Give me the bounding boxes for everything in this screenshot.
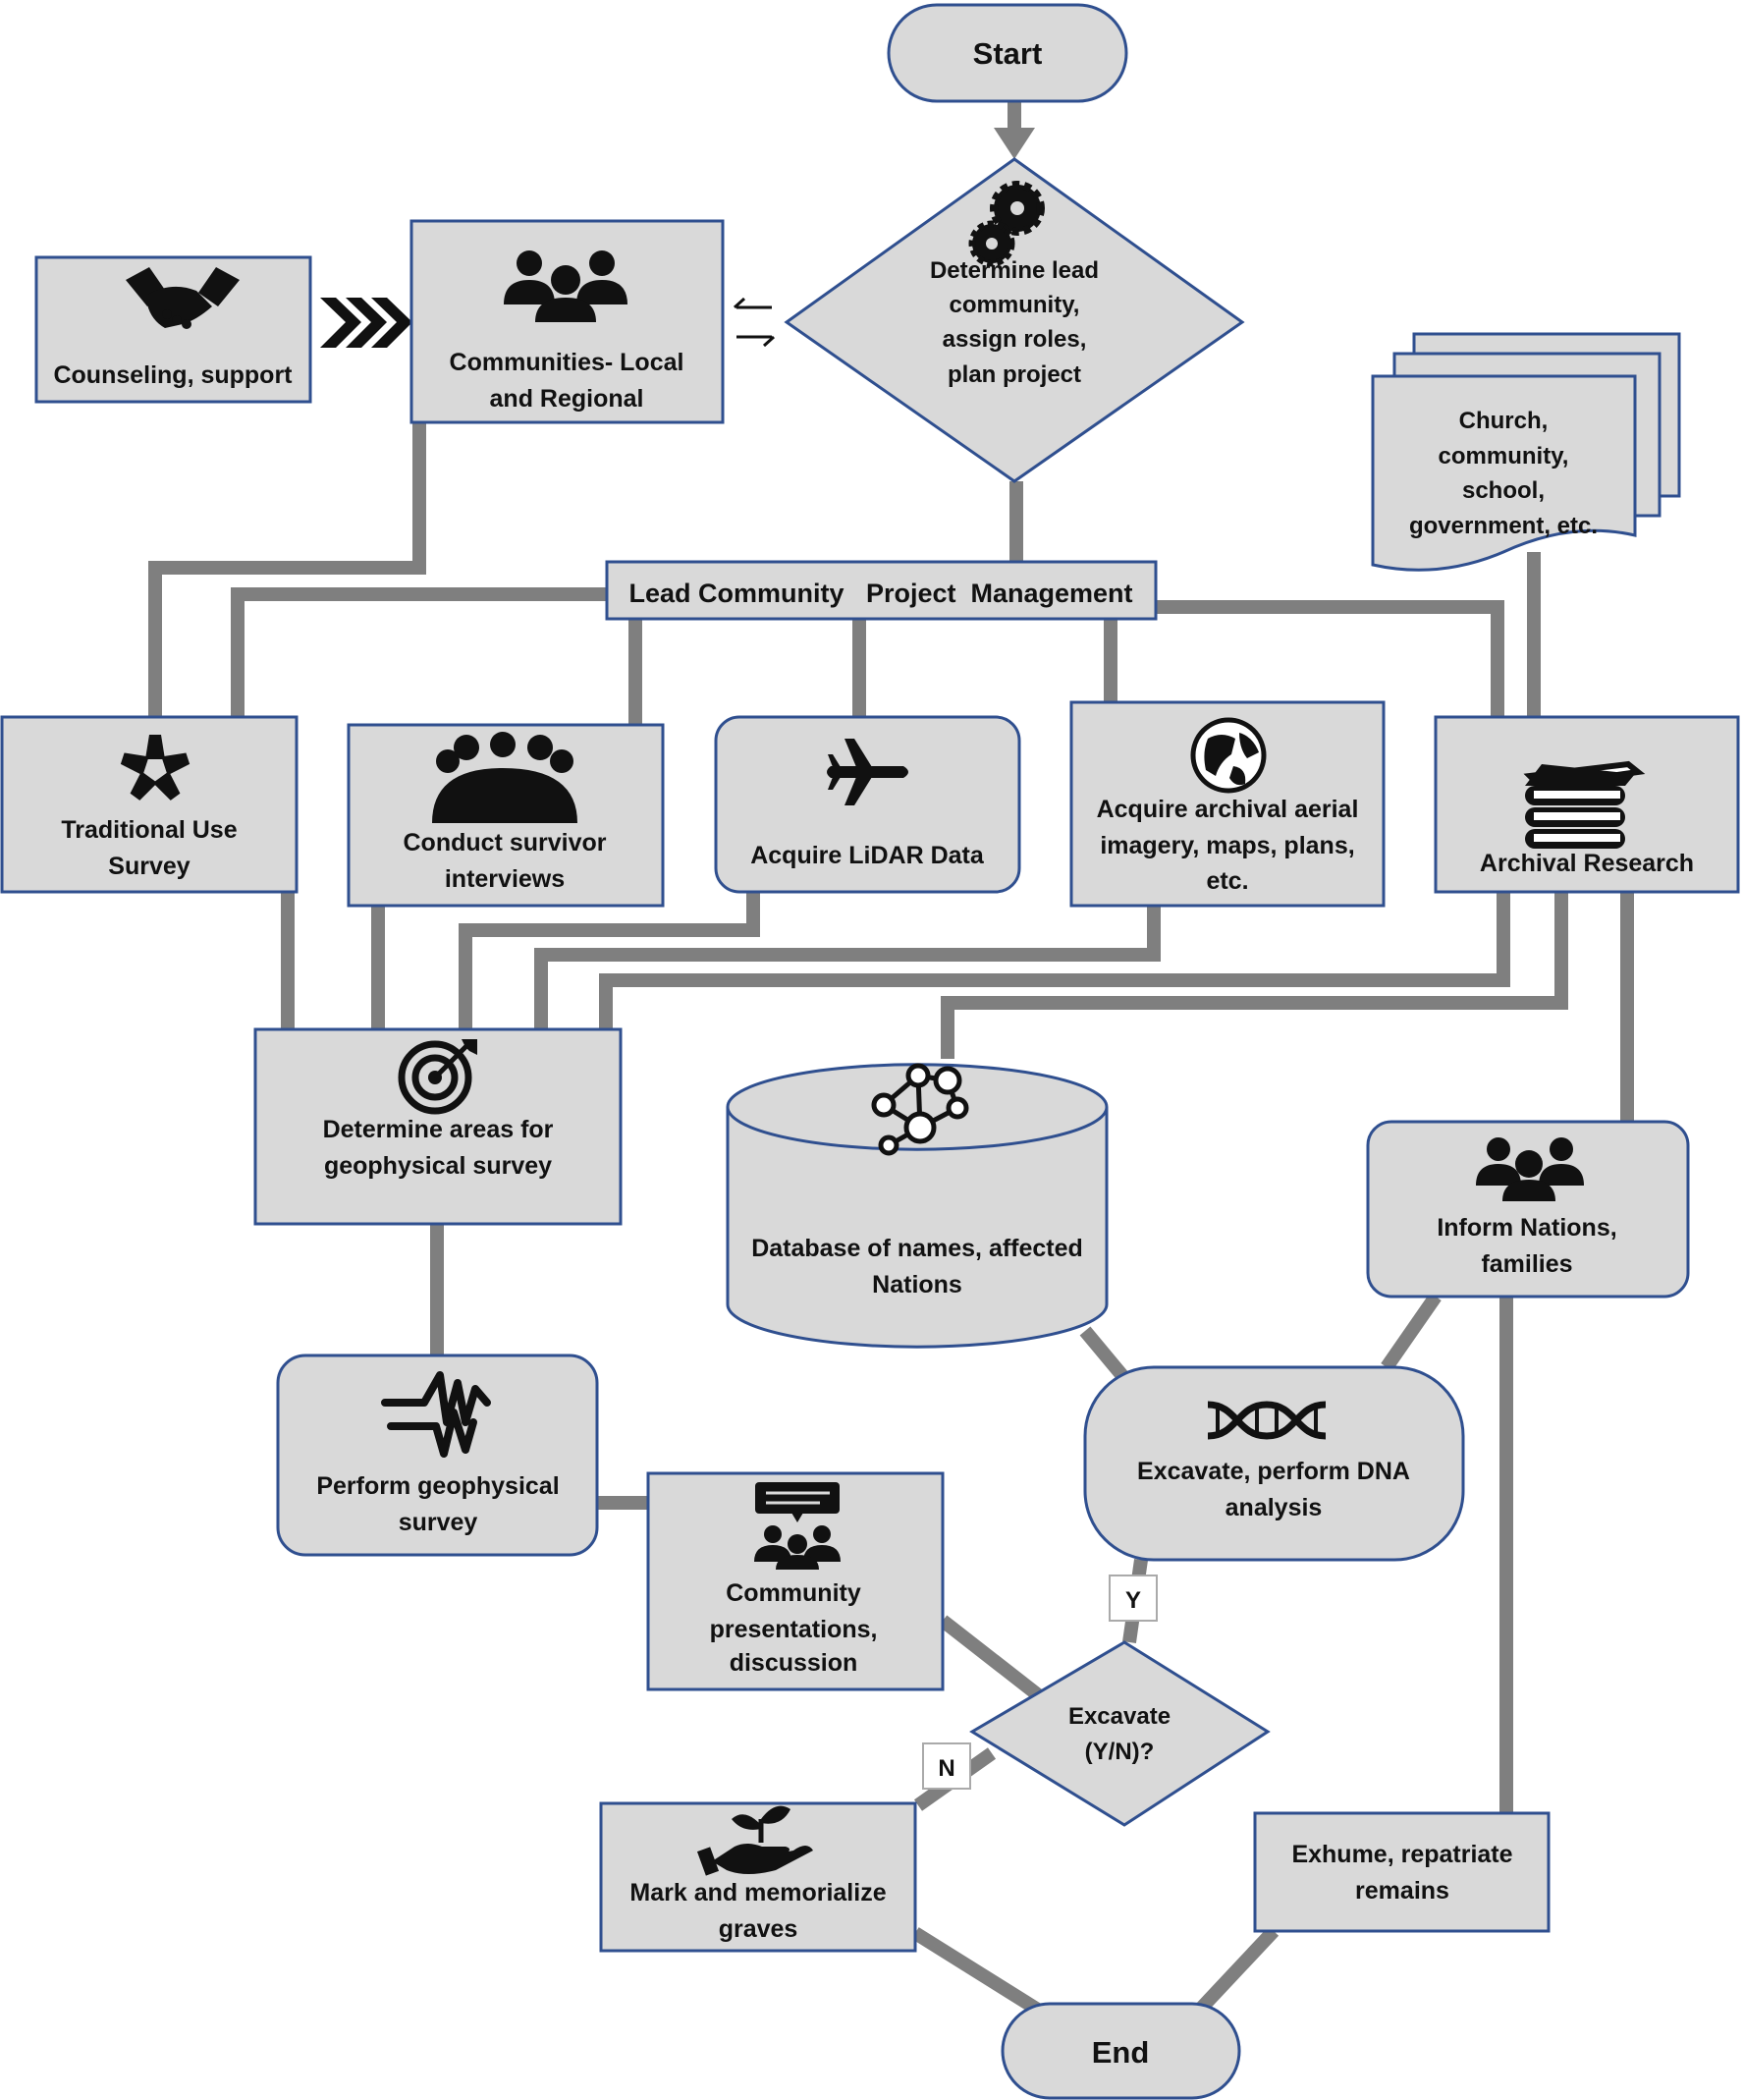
traditional-use-node: Traditional Use Survey bbox=[0, 715, 299, 894]
yes-label: Y bbox=[1125, 1587, 1141, 1614]
survivor-interviews-line-2: interviews bbox=[445, 865, 565, 893]
geophysical-survey-node: Perform geophysical survey bbox=[276, 1354, 599, 1557]
connector-lidar-to-geo-areas bbox=[459, 892, 760, 1029]
database-node: Database of names, affected Nations bbox=[726, 1063, 1109, 1349]
project-management-label: Lead Community Project Management bbox=[628, 579, 1132, 608]
no-branch-label: N bbox=[922, 1742, 971, 1790]
presentations-line-1: Community bbox=[726, 1579, 861, 1607]
geophysical-survey-line-2: survey bbox=[399, 1509, 478, 1536]
aerial-line-3: etc. bbox=[1206, 867, 1248, 895]
communities-line-2: and Regional bbox=[490, 385, 644, 413]
communities-node: Communities- Local and Regional bbox=[409, 219, 725, 424]
handshake-icon bbox=[126, 267, 240, 329]
connector-pm-to-traditional bbox=[231, 587, 607, 717]
connector-memorialize-to-end bbox=[911, 1927, 1045, 2017]
excavate-decision: Excavate (Y/N)? bbox=[969, 1640, 1271, 1827]
determine-lead-line-4: plan project bbox=[948, 361, 1081, 388]
yes-branch-label: Y bbox=[1109, 1575, 1158, 1622]
connector-archival-to-geo-areas bbox=[599, 892, 1510, 1029]
presentation-icon bbox=[754, 1482, 841, 1570]
presentations-line-2: presentations, bbox=[710, 1616, 878, 1643]
survivor-interviews-line-1: Conduct survivor bbox=[404, 829, 607, 857]
memorialize-line-1: Mark and memorialize bbox=[629, 1879, 886, 1907]
connector-database-to-dna bbox=[1079, 1326, 1130, 1383]
sources-documents: Church, community, school, government, e… bbox=[1371, 332, 1681, 572]
plant-hand-icon bbox=[696, 1805, 813, 1876]
people-group-icon bbox=[1476, 1137, 1584, 1201]
sources-line-2: community, bbox=[1439, 443, 1569, 470]
connector-archival-to-database bbox=[941, 892, 1568, 1059]
determine-lead-decision: Determine lead community, assign roles, … bbox=[784, 157, 1245, 483]
sources-line-4: government, etc. bbox=[1409, 513, 1598, 539]
memorialize-line-2: graves bbox=[719, 1915, 798, 1943]
aerial-line-1: Acquire archival aerial bbox=[1097, 796, 1359, 823]
communities-line-1: Communities- Local bbox=[450, 349, 684, 376]
connector-presentations-to-decision bbox=[938, 1615, 1046, 1703]
aerial-line-2: imagery, maps, plans, bbox=[1100, 832, 1354, 859]
excavate-decision-line-1: Excavate bbox=[1068, 1703, 1171, 1730]
memorialize-node: Mark and memorialize graves bbox=[599, 1801, 917, 1953]
connector-pm-to-archival bbox=[1156, 600, 1504, 717]
counseling-node: Counseling, support bbox=[34, 255, 312, 404]
connector-exhume-to-end bbox=[1192, 1926, 1280, 2017]
sources-line-1: Church, bbox=[1459, 408, 1549, 434]
exhume-line-2: remains bbox=[1355, 1877, 1449, 1905]
sources-line-3: school, bbox=[1462, 477, 1545, 504]
dna-line-2: analysis bbox=[1226, 1494, 1323, 1521]
books-icon bbox=[1523, 760, 1646, 849]
determine-lead-line-2: community, bbox=[950, 292, 1080, 318]
inform-line-1: Inform Nations, bbox=[1437, 1214, 1616, 1242]
determine-lead-line-1: Determine lead bbox=[930, 257, 1099, 284]
geophysical-areas-node: Determine areas for geophysical survey bbox=[253, 1027, 623, 1226]
airplane-icon bbox=[827, 739, 908, 805]
survivor-interviews-node: Conduct survivor interviews bbox=[347, 723, 665, 908]
exchange-arrows-icon bbox=[733, 297, 776, 348]
meeting-icon bbox=[432, 732, 577, 823]
dna-line-1: Excavate, perform DNA bbox=[1137, 1458, 1410, 1485]
traditional-use-line-1: Traditional Use bbox=[61, 816, 237, 844]
people-group-icon bbox=[504, 250, 627, 322]
database-line-1: Database of names, affected bbox=[751, 1235, 1083, 1262]
connectors bbox=[148, 101, 1634, 2017]
archival-research-label: Archival Research bbox=[1480, 850, 1694, 877]
waveform-icon bbox=[381, 1371, 491, 1458]
no-label: N bbox=[938, 1755, 954, 1782]
start-terminal: Start bbox=[887, 3, 1128, 103]
target-icon bbox=[398, 1039, 477, 1115]
presentations-node: Community presentations, discussion bbox=[646, 1471, 945, 1691]
end-terminal: End bbox=[1001, 2002, 1241, 2100]
arrowhead-start-to-lead bbox=[994, 128, 1035, 159]
gears-icon bbox=[968, 181, 1045, 267]
connector-inform-to-dna bbox=[1381, 1293, 1442, 1371]
hands-circle-icon bbox=[120, 735, 191, 801]
connector-aerial-to-geo-areas bbox=[534, 906, 1161, 1029]
inform-line-2: families bbox=[1481, 1250, 1572, 1278]
exhume-node: Exhume, repatriate remains bbox=[1253, 1811, 1551, 1933]
presentations-line-3: discussion bbox=[730, 1649, 858, 1677]
aerial-node: Acquire archival aerial imagery, maps, p… bbox=[1069, 700, 1386, 908]
triple-chevron-icon bbox=[320, 298, 412, 348]
archival-research-node: Archival Research bbox=[1434, 715, 1740, 894]
lidar-node: Acquire LiDAR Data bbox=[714, 715, 1021, 894]
geophysical-survey-line-1: Perform geophysical bbox=[316, 1472, 559, 1500]
dna-icon bbox=[1207, 1401, 1327, 1440]
start-label: Start bbox=[973, 36, 1043, 71]
geophysical-areas-line-2: geophysical survey bbox=[324, 1152, 552, 1180]
excavate-decision-line-2: (Y/N)? bbox=[1085, 1739, 1155, 1765]
globe-icon bbox=[1190, 717, 1267, 794]
counseling-label: Counseling, support bbox=[53, 361, 293, 389]
project-management-node: Lead Community Project Management bbox=[605, 560, 1158, 621]
geophysical-areas-line-1: Determine areas for bbox=[323, 1116, 554, 1143]
lidar-label: Acquire LiDAR Data bbox=[750, 842, 985, 869]
connector-communities-to-traditional bbox=[148, 422, 426, 717]
network-icon bbox=[871, 1063, 969, 1156]
exhume-line-1: Exhume, repatriate bbox=[1291, 1841, 1512, 1868]
database-line-2: Nations bbox=[872, 1271, 962, 1299]
dna-node: Excavate, perform DNA analysis bbox=[1083, 1365, 1465, 1562]
determine-lead-line-3: assign roles, bbox=[943, 326, 1087, 353]
inform-node: Inform Nations, families bbox=[1366, 1120, 1690, 1299]
traditional-use-line-2: Survey bbox=[108, 853, 190, 880]
end-label: End bbox=[1092, 2035, 1150, 2070]
